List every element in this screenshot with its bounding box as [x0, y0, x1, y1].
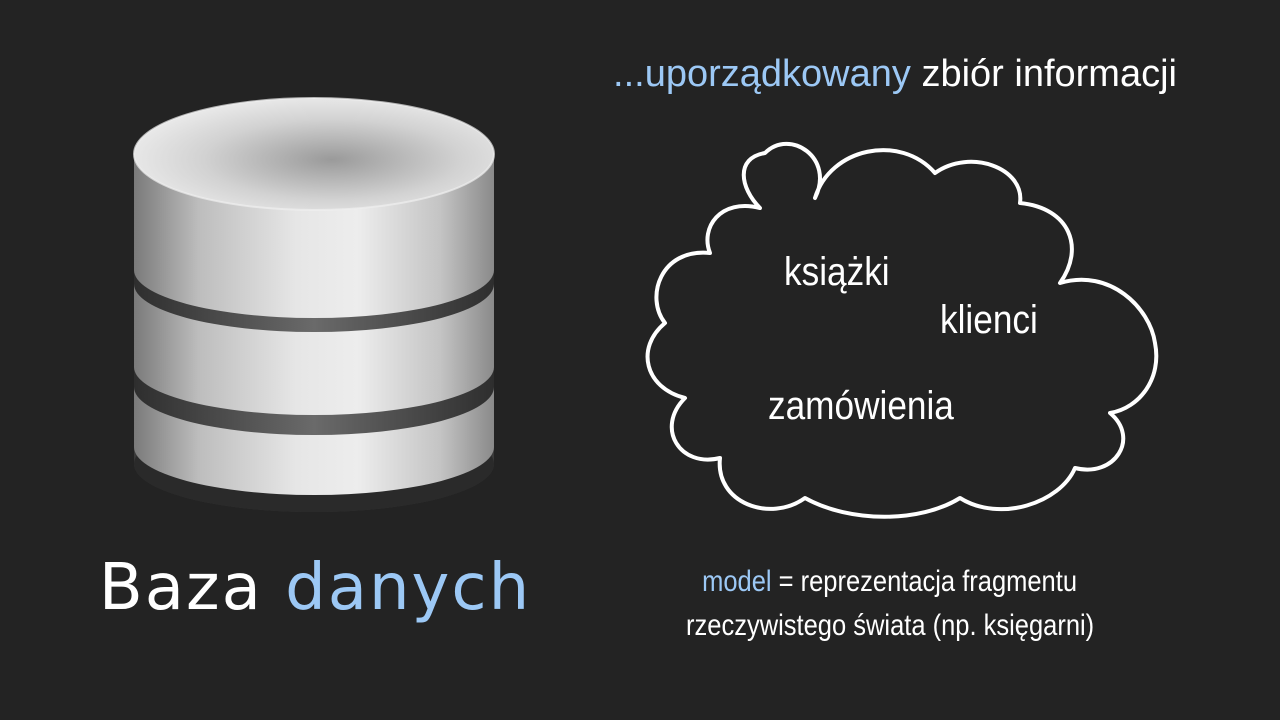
cloud-word-books: książki — [784, 250, 890, 294]
definition: model = reprezentacja fragmentu rzeczywi… — [590, 560, 1190, 648]
headline-prefix: ... — [613, 53, 645, 95]
database-caption: Baza danych — [0, 548, 630, 628]
headline: ...uporządkowany zbiór informacji — [560, 50, 1230, 98]
cloud-shape — [645, 141, 1159, 519]
database-icon — [133, 97, 495, 512]
cloud-word-orders: zamówienia — [768, 384, 954, 428]
caption-plain: Baza — [98, 551, 286, 625]
definition-rest: = reprezentacja fragmentu — [771, 565, 1078, 598]
headline-rest: zbiór informacji — [910, 53, 1177, 95]
headline-highlight: uporządkowany — [644, 53, 911, 95]
definition-term: model — [702, 565, 772, 598]
definition-line-2: rzeczywistego świata (np. księgarni) — [685, 609, 1095, 642]
caption-highlight: danych — [285, 551, 532, 625]
cloud-word-clients: klienci — [940, 298, 1038, 342]
definition-line-1: model = reprezentacja fragmentu — [703, 560, 1078, 604]
